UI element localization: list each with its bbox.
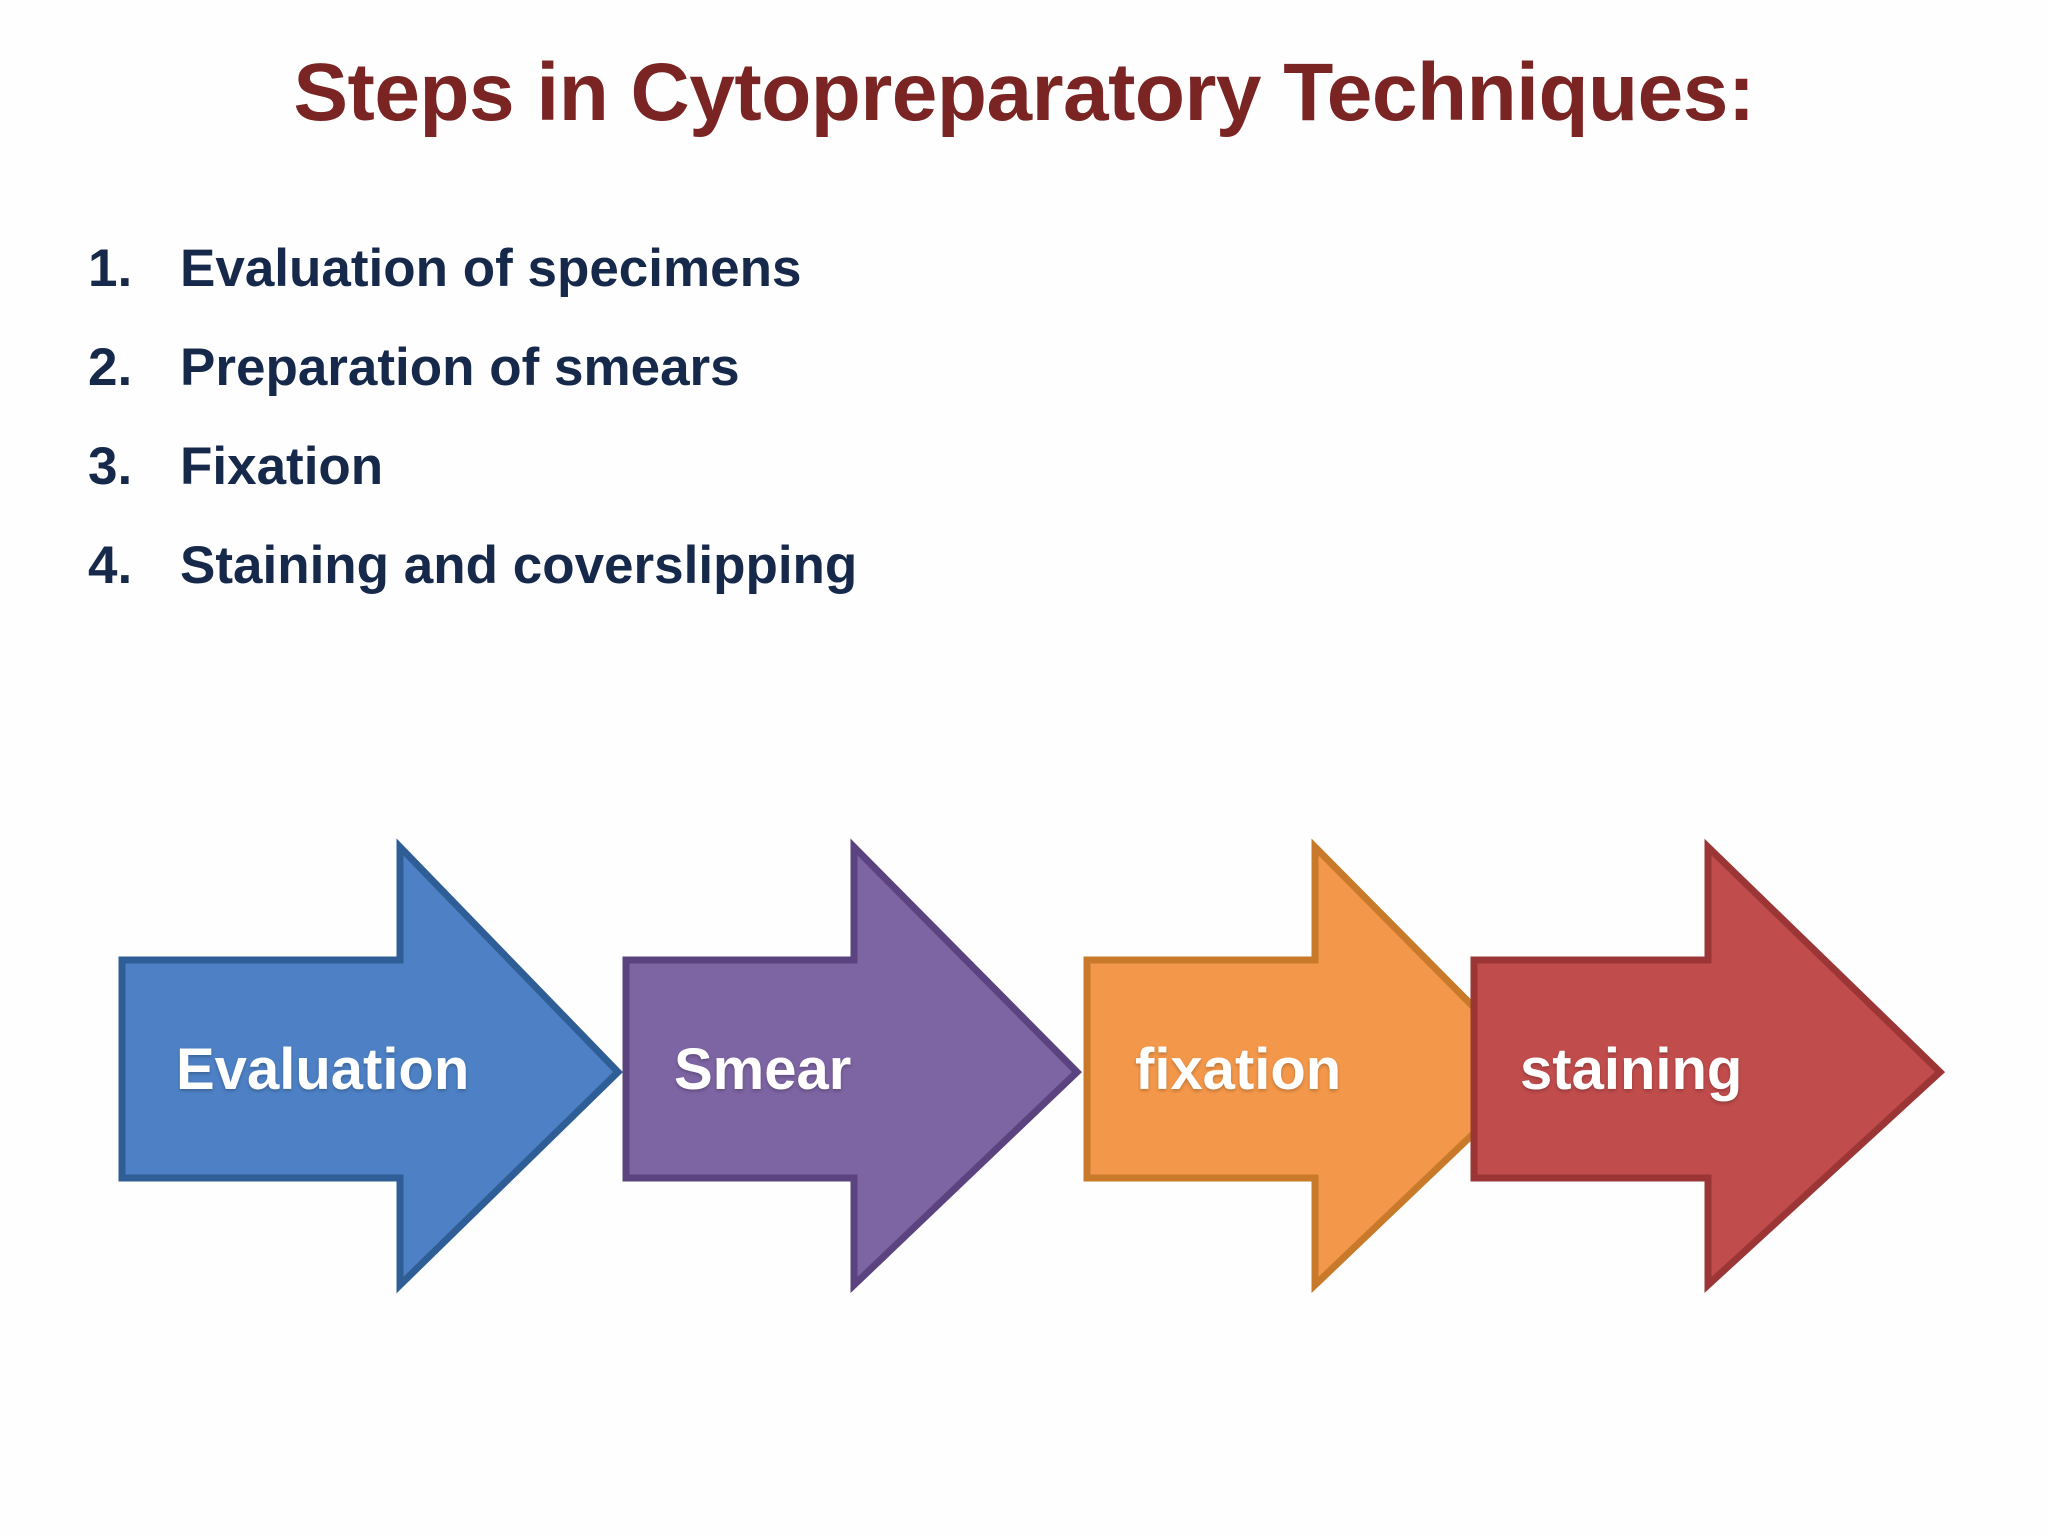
page-title: Steps in Cytopreparatory Techniques:	[293, 47, 1755, 138]
right-arrow-icon	[118, 838, 623, 1294]
right-arrow-icon	[1083, 838, 1543, 1294]
process-arrow-evaluation: Evaluation	[118, 820, 638, 1320]
list-item: 3. Fixation	[88, 436, 1288, 535]
list-item: 1. Evaluation of specimens	[88, 238, 1288, 337]
list-item-number: 1.	[88, 239, 133, 298]
right-arrow-icon	[622, 838, 1082, 1294]
process-arrow-staining: staining	[1470, 820, 1960, 1320]
process-flow-diagram: Evaluation Smear fixation staining	[0, 820, 2048, 1320]
list-item-number: 4.	[88, 536, 133, 595]
list-item-label: Evaluation of specimens	[180, 239, 802, 298]
list-item-label: Preparation of smears	[180, 338, 740, 397]
list-item-number: 2.	[88, 338, 133, 397]
right-arrow-icon	[1470, 838, 1946, 1293]
steps-ordered-list: 1. Evaluation of specimens 2. Preparatio…	[88, 238, 1288, 634]
list-item-label: Staining and coverslipping	[180, 536, 858, 595]
list-item: 2. Preparation of smears	[88, 337, 1288, 436]
list-item: 4. Staining and coverslipping	[88, 535, 1288, 634]
list-item-number: 3.	[88, 437, 133, 496]
list-item-label: Fixation	[180, 437, 384, 496]
process-arrow-smear: Smear	[622, 820, 1097, 1320]
